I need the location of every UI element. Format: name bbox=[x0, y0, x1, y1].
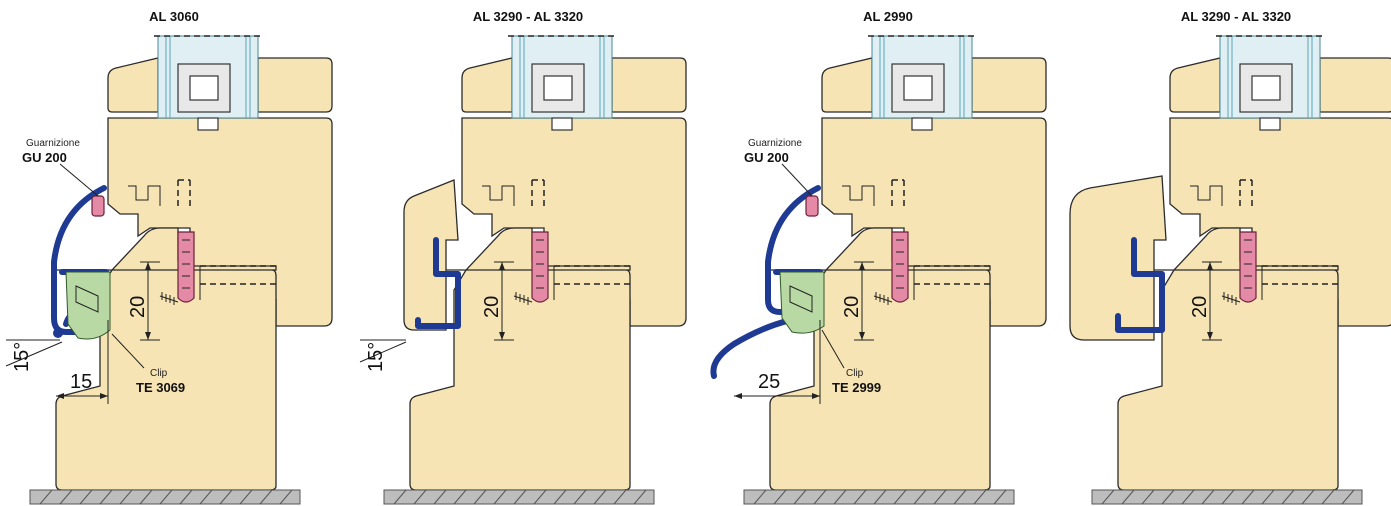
panel-2: AL 3290 - AL 3320 20 15° bbox=[359, 9, 687, 505]
angle-label: 15° bbox=[365, 342, 387, 372]
clip-label: Clip bbox=[150, 368, 168, 379]
gasket-code: GU 200 bbox=[744, 150, 789, 165]
dim-height: 20 bbox=[1189, 296, 1211, 318]
aluminium-profile bbox=[415, 237, 461, 329]
clip bbox=[779, 271, 825, 334]
gasket-label: Guarnizione bbox=[26, 138, 80, 149]
aluminium-profile bbox=[1115, 237, 1165, 333]
clip bbox=[65, 271, 111, 340]
clip-code: TE 3069 bbox=[136, 380, 185, 395]
panel-2-title: AL 3290 - AL 3320 bbox=[473, 9, 583, 24]
clip-label: Clip bbox=[846, 368, 864, 379]
panel-1: AL 3060 Guarnizione GU 200 Clip TE 3069 … bbox=[5, 9, 333, 505]
panel-3: AL 2990 Guarnizione GU 200 Clip TE 2999 … bbox=[710, 9, 1047, 505]
panel-4-title: AL 3290 - AL 3320 bbox=[1181, 9, 1291, 24]
panel-1-title: AL 3060 bbox=[149, 9, 199, 24]
dim-height: 20 bbox=[481, 296, 503, 318]
gasket-code: GU 200 bbox=[22, 150, 67, 165]
aluminium-profile bbox=[765, 185, 821, 315]
dim-width: 15 bbox=[70, 371, 92, 393]
gasket-gu200 bbox=[805, 195, 819, 217]
dim-height: 20 bbox=[841, 296, 863, 318]
panel-4: AL 3290 - AL 3320 20 bbox=[1069, 9, 1391, 505]
dim-height: 20 bbox=[127, 296, 149, 318]
dim-width: 25 bbox=[758, 371, 780, 393]
gasket-gu200 bbox=[91, 195, 105, 217]
angle-label: 15° bbox=[11, 342, 33, 372]
clip-code: TE 2999 bbox=[832, 380, 881, 395]
gasket-label: Guarnizione bbox=[748, 138, 802, 149]
panel-3-title: AL 2990 bbox=[863, 9, 913, 24]
